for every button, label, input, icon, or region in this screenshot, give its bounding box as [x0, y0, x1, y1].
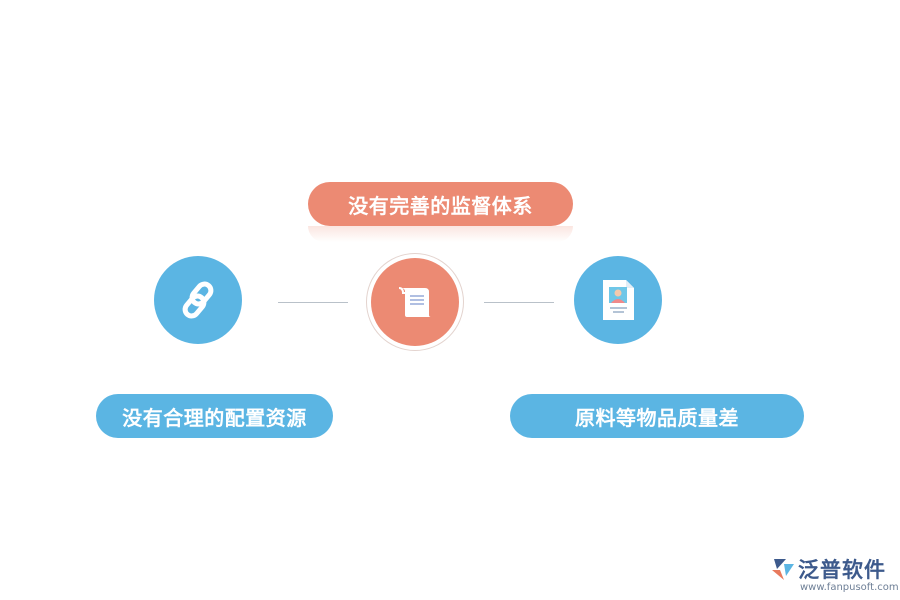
- left-issue-label: 没有合理的配置资源: [96, 394, 333, 438]
- scroll-document-icon: [398, 287, 431, 317]
- scroll-document-node: [371, 258, 459, 346]
- top-issue-text: 没有完善的监督体系: [348, 193, 533, 218]
- chain-link-icon: [182, 281, 214, 319]
- brand-name: 泛普软件: [798, 558, 886, 582]
- chain-link-node: [154, 256, 242, 344]
- connector-line-right: [484, 302, 554, 303]
- top-label-reflection: [308, 226, 573, 242]
- top-issue-label: 没有完善的监督体系: [308, 182, 573, 226]
- left-issue-text: 没有合理的配置资源: [122, 405, 307, 430]
- connector-line-left: [278, 302, 348, 303]
- brand-mark-icon: [772, 559, 794, 580]
- brand-logo: 泛普软件 www.fanpusoft.com: [770, 552, 899, 596]
- brand-url: www.fanpusoft.com: [800, 582, 899, 593]
- right-issue-text: 原料等物品质量差: [575, 405, 739, 430]
- profile-document-icon: [603, 280, 634, 320]
- profile-document-node: [574, 256, 662, 344]
- right-issue-label: 原料等物品质量差: [510, 394, 804, 438]
